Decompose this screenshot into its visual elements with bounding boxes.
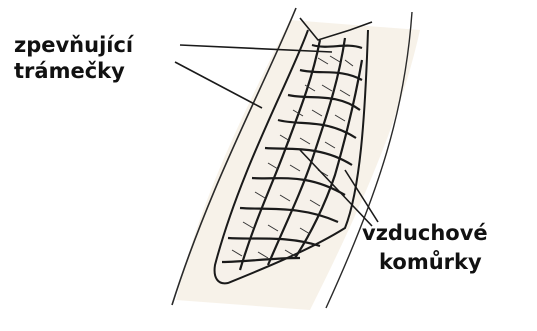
leader-top-to-lower (175, 62, 262, 108)
label-air-cells-line1: vzduchové (362, 221, 488, 245)
label-reinforcing-struts-line2: trámečky (14, 59, 125, 83)
label-air-cells-line2: komůrky (379, 250, 482, 274)
label-reinforcing-struts-line1: zpevňující (14, 33, 133, 57)
